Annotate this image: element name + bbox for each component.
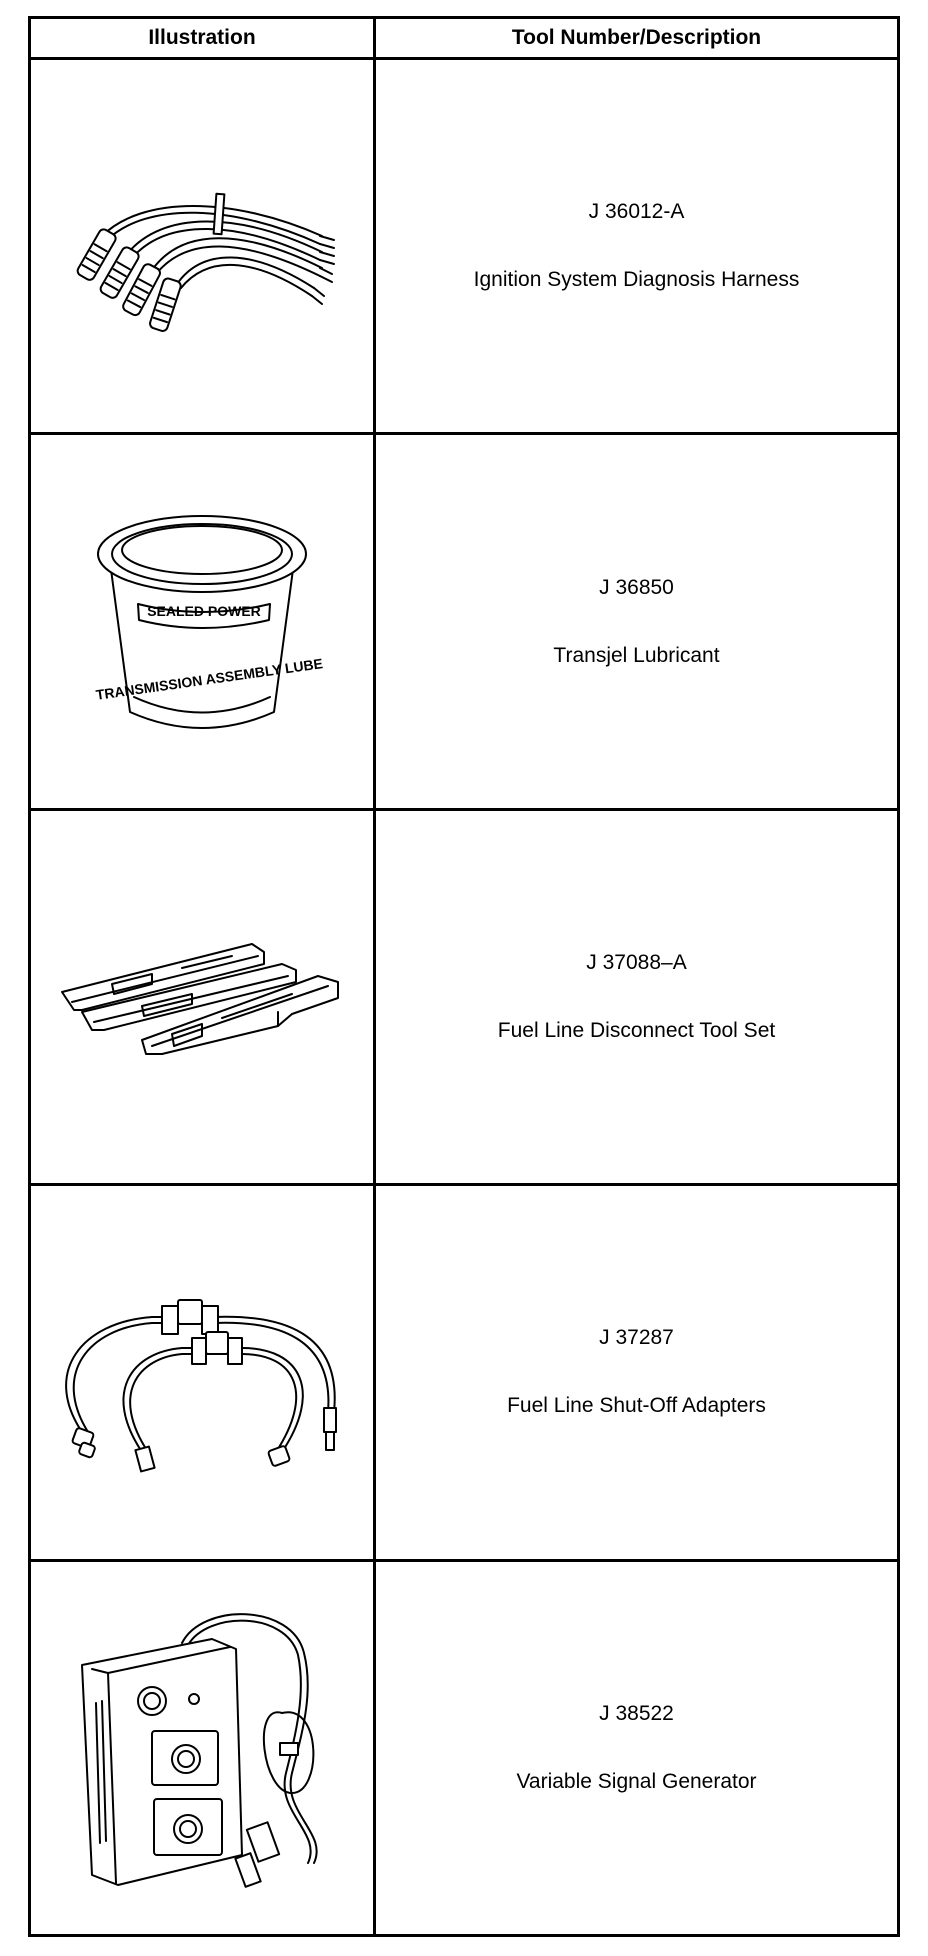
table-row: J 36012-A Ignition System Diagnosis Harn… — [28, 56, 900, 436]
description-cell: J 38522 Variable Signal Generator — [373, 1558, 900, 1938]
header-row: Illustration Tool Number/Description — [28, 16, 900, 60]
illustration-cell — [28, 56, 376, 436]
tub-brand-label: SEALED POWER — [147, 603, 261, 619]
table-row: J 37088–A Fuel Line Disconnect Tool Set — [28, 807, 900, 1187]
header-tool-number-description: Tool Number/Description — [373, 16, 900, 60]
tool-description: Fuel Line Disconnect Tool Set — [497, 1018, 776, 1042]
tool-number: J 37287 — [599, 1326, 674, 1350]
tool-number: J 36850 — [599, 575, 674, 599]
table-row: J 38522 Variable Signal Generator — [28, 1558, 900, 1938]
header-illustration: Illustration — [28, 16, 376, 60]
illustration-cell — [28, 1183, 376, 1562]
tool-description: Ignition System Diagnosis Harness — [473, 268, 800, 292]
lubricant-tub-icon: SEALED POWER TRANSMISSION ASSEMBLY LUBE — [95, 514, 324, 729]
illustration-cell — [28, 807, 376, 1187]
description-cell: J 37287 Fuel Line Shut-Off Adapters — [373, 1183, 900, 1562]
description-cell: J 36850 Transjel Lubricant — [373, 432, 900, 811]
table-row: SEALED POWER TRANSMISSION ASSEMBLY LUBE … — [28, 432, 900, 811]
tool-number: J 37088–A — [586, 950, 687, 974]
tool-description: Transjel Lubricant — [553, 643, 720, 667]
disconnect-tool-icon — [61, 942, 339, 1055]
shutoff-adapters-icon — [65, 1299, 337, 1473]
description-cell: J 37088–A Fuel Line Disconnect Tool Set — [373, 807, 900, 1187]
tool-description: Variable Signal Generator — [516, 1769, 757, 1793]
illustration-cell — [28, 1558, 376, 1938]
tool-number: J 38522 — [599, 1701, 674, 1725]
tool-number: J 36012-A — [588, 200, 685, 224]
tool-table: Illustration Tool Number/Description — [28, 16, 900, 1938]
table-row: J 37287 Fuel Line Shut-Off Adapters — [28, 1183, 900, 1562]
illustration-cell: SEALED POWER TRANSMISSION ASSEMBLY LUBE — [28, 432, 376, 811]
signal-generator-icon — [81, 1613, 318, 1888]
tool-description: Fuel Line Shut-Off Adapters — [507, 1394, 766, 1418]
description-cell: J 36012-A Ignition System Diagnosis Harn… — [373, 56, 900, 436]
ignition-harness-icon — [76, 192, 335, 333]
